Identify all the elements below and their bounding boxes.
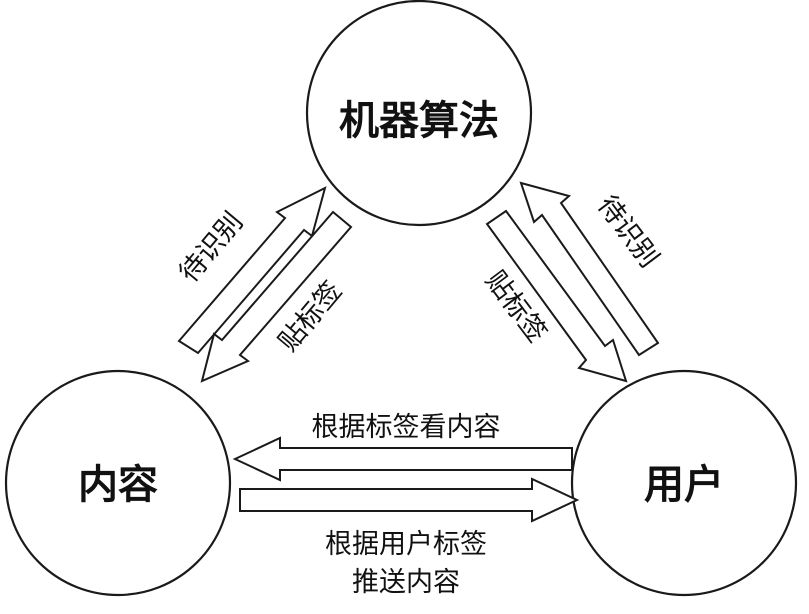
- edge-label-user-to-content: 根据标签看内容: [312, 412, 501, 443]
- node-label-algorithm: 机器算法: [339, 98, 499, 144]
- node-label-content: 内容: [78, 462, 158, 508]
- node-content-circle: [4, 369, 232, 597]
- arrow-content-to-algorithm: [177, 186, 327, 355]
- arrow-algorithm-to-user: [485, 209, 628, 383]
- node-user-circle: [570, 369, 798, 597]
- node-label-user: 用户: [644, 462, 724, 508]
- arrow-content-to-user: [239, 477, 580, 523]
- edge-label-content-to-user-line1: 根据用户标签: [325, 529, 487, 560]
- node-algorithm-circle: [305, 0, 533, 227]
- edge-label-content-to-user-line2: 推送内容: [352, 567, 460, 598]
- arrow-algorithm-to-content: [200, 210, 353, 383]
- arrow-user-to-algorithm: [519, 181, 660, 357]
- arrow-user-to-content: [232, 436, 573, 482]
